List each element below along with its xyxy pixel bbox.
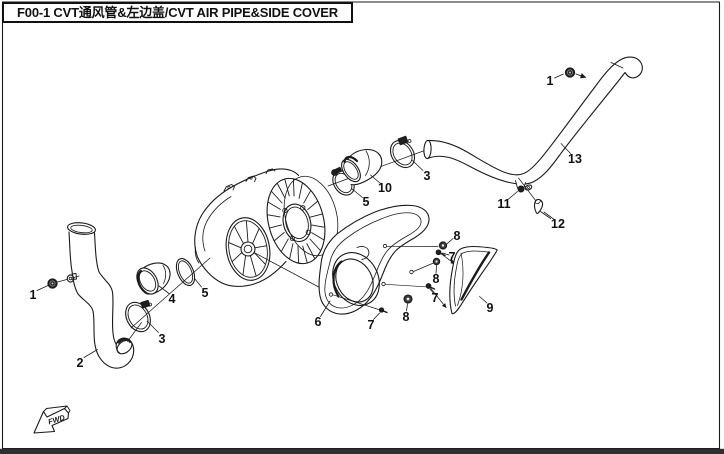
- part-callout-8: 8: [453, 228, 461, 243]
- part-callout-7: 7: [367, 317, 375, 332]
- screw-part-11: [517, 177, 537, 202]
- elbow-boot-part-10: [341, 148, 383, 186]
- part-callout-8: 8: [402, 309, 410, 324]
- part-callout-3: 3: [158, 331, 166, 346]
- side-cover-part-6: [318, 204, 456, 315]
- gasket-ring: [283, 175, 339, 257]
- ring-part-5-left: [175, 258, 196, 286]
- drive-wheel: [225, 217, 271, 281]
- opening-tab: [356, 246, 370, 260]
- part-callout-13: 13: [568, 151, 582, 166]
- part-callout-1: 1: [546, 73, 554, 88]
- fastener-alignment-lines: [332, 245, 456, 310]
- fan-cover: [266, 175, 339, 265]
- bolt-part-1-right: [564, 67, 587, 79]
- boot-part-4: [136, 262, 171, 295]
- part-callout-7: 7: [448, 249, 456, 264]
- part-callout-2: 2: [76, 355, 84, 370]
- part-callout-8: 8: [432, 271, 440, 286]
- washer-part-1: [66, 274, 75, 283]
- intake-duct-part-2: [67, 222, 135, 369]
- fasteners-7-8: [378, 241, 448, 314]
- part-callout-9: 9: [486, 300, 494, 315]
- part-callout-11: 11: [497, 196, 511, 211]
- clamp-part-3-top: [389, 135, 416, 169]
- clamp-part-3-left: [125, 257, 211, 342]
- part-callout-5: 5: [362, 194, 370, 209]
- bolt-part-1-left: [47, 274, 80, 289]
- part-callout-3: 3: [423, 168, 431, 183]
- part-callout-4: 4: [168, 291, 176, 306]
- part-callout-7: 7: [431, 290, 439, 305]
- callout-leader-lines: [36, 73, 571, 358]
- part-callout-10: 10: [378, 180, 392, 195]
- page-bottom-bar: [0, 448, 724, 454]
- part-callout-5: 5: [201, 285, 209, 300]
- cvt-housing: [194, 168, 339, 294]
- part-callout-6: 6: [314, 314, 322, 329]
- plug-part-12: [533, 198, 551, 219]
- wedge-cover-part-9: [449, 245, 498, 315]
- page-title: F00-1 CVT通风管&左边盖/CVT AIR PIPE&SIDE COVER: [2, 2, 353, 23]
- part-callout-12: 12: [551, 216, 565, 231]
- part-callout-1: 1: [29, 287, 37, 302]
